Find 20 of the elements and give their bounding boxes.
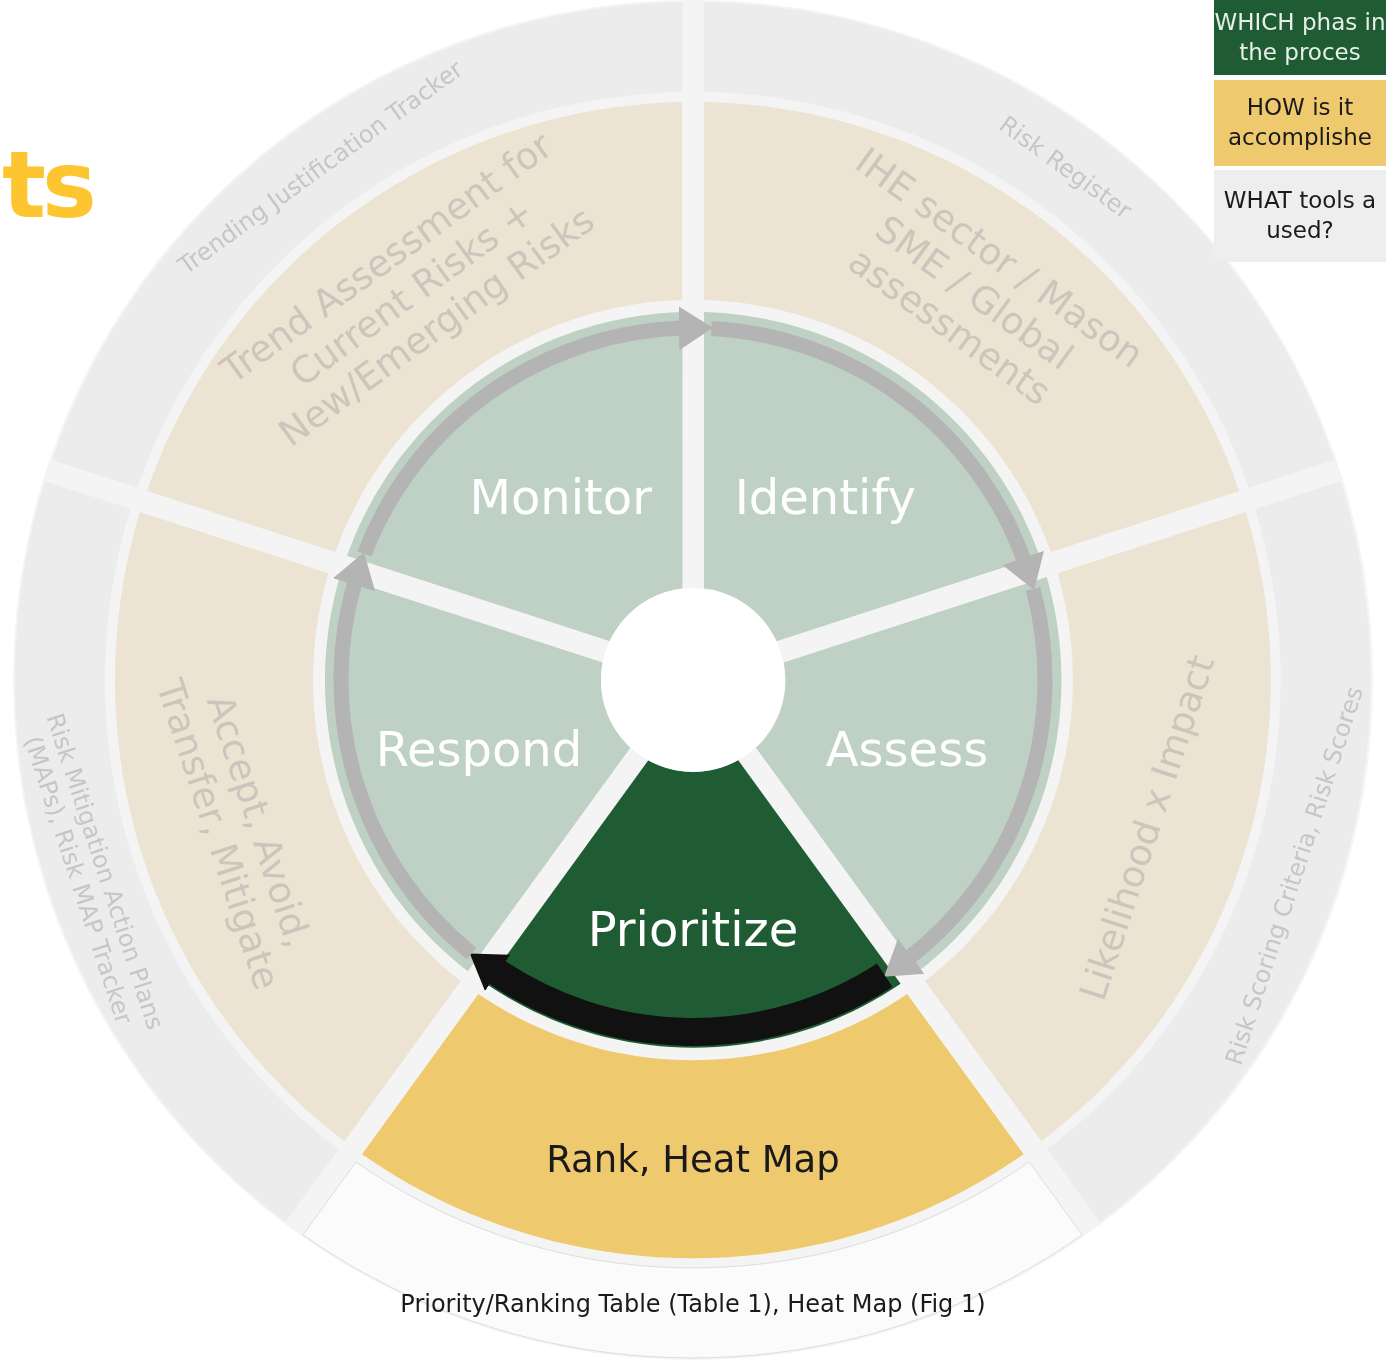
hub-circle	[601, 588, 785, 772]
phase-label: Assess	[824, 721, 990, 778]
cycle-arrow	[468, 953, 892, 1046]
cycle-arrow	[885, 587, 1053, 978]
cycle-arrow	[357, 306, 713, 557]
method-text: Rank, Heat Map	[545, 1138, 841, 1182]
tool-text: Priority/Ranking Table (Table 1), Heat Map (Fig 1)	[399, 1291, 987, 1319]
cycle-arrow	[710, 321, 1044, 590]
legend-text: WHICH phas in the proces	[1214, 7, 1386, 67]
tool-band-segment	[15, 480, 339, 1222]
phase-label: Prioritize	[586, 902, 800, 958]
phase-label: Identify	[733, 470, 917, 526]
phase-label: Monitor	[468, 470, 653, 526]
method-band-segment	[362, 993, 1024, 1258]
legend-text: WHAT tools a used?	[1222, 186, 1378, 245]
title: ts	[2, 140, 93, 232]
tool-band-segment	[1047, 480, 1371, 1222]
legend-text: HOW is it accomplishe	[1227, 93, 1373, 152]
phase-label: Respond	[374, 721, 584, 778]
cycle-arrow	[333, 551, 477, 960]
